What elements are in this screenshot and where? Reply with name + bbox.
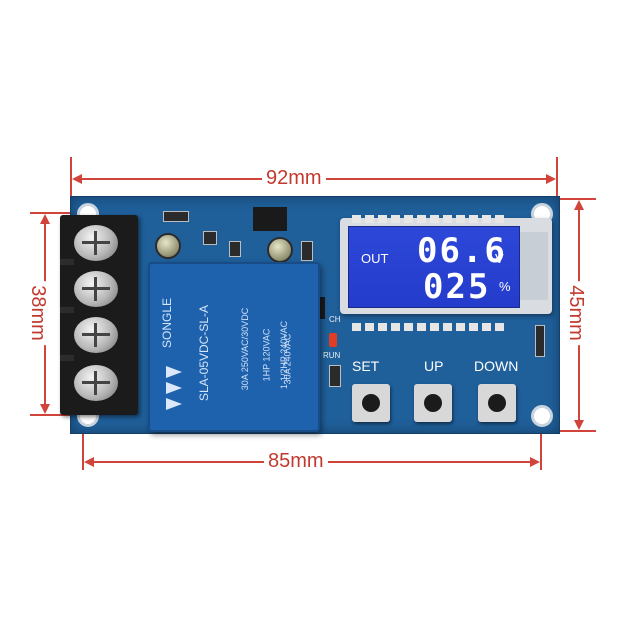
smd-component xyxy=(163,211,189,222)
ic-chip xyxy=(253,207,287,231)
left-height-label: 38mm xyxy=(26,281,49,345)
right-dim-arrow-down xyxy=(574,420,584,430)
terminal-screw[interactable] xyxy=(74,365,118,401)
lcd-screen: OUT 06.6 V 025 % xyxy=(348,226,520,308)
up-label: UP xyxy=(424,358,444,374)
right-height-label: 45mm xyxy=(564,281,587,345)
smd-component xyxy=(301,241,313,261)
smd-component xyxy=(229,241,241,257)
terminal-rib xyxy=(60,355,74,361)
left-dim-arrow-down xyxy=(40,404,50,414)
status-led xyxy=(329,333,337,347)
right-dim-bottom-tick xyxy=(548,430,596,432)
top-width-label: 92mm xyxy=(262,167,326,189)
bottom-dim-arrow-left xyxy=(84,457,94,467)
down-button-cap xyxy=(488,394,506,412)
right-dim-arrow-up xyxy=(574,200,584,210)
set-label: SET xyxy=(352,358,380,374)
right-dim-top-tick xyxy=(548,198,596,200)
relay-ratings-2: 1HP 120VAC xyxy=(261,328,272,382)
electrolytic-capacitor xyxy=(267,237,293,263)
terminal-rib xyxy=(60,259,74,265)
top-dim-left-tick xyxy=(70,157,72,199)
bottom-dim-left-tick xyxy=(82,432,84,470)
top-dim-right-tick xyxy=(556,157,558,199)
relay-brand: SONGLE xyxy=(160,297,175,349)
header-pins xyxy=(535,325,545,357)
ic-chip xyxy=(315,297,325,319)
set-button[interactable] xyxy=(352,384,390,422)
up-button-cap xyxy=(424,394,442,412)
left-dim-top-tick xyxy=(30,212,92,214)
bottom-dim-arrow-right xyxy=(530,457,540,467)
voltage-unit: V xyxy=(495,251,504,266)
left-dim-bottom-tick xyxy=(30,414,92,416)
mounting-hole-bottom-right xyxy=(531,405,553,427)
percent-unit: % xyxy=(499,279,511,294)
lcd-side-tab xyxy=(520,232,548,300)
terminal-screw[interactable] xyxy=(74,271,118,307)
left-dim-arrow-up xyxy=(40,214,50,224)
lcd-bottom-pins xyxy=(352,318,508,331)
run-silkscreen: RUN xyxy=(323,351,341,360)
voltage-readout: 06.6 xyxy=(417,231,507,271)
lcd-module: OUT 06.6 V 025 % xyxy=(340,218,552,314)
down-label: DOWN xyxy=(474,358,519,374)
ch-silkscreen: CH xyxy=(329,315,341,324)
up-button[interactable] xyxy=(414,384,452,422)
bottom-width-label: 85mm xyxy=(264,450,328,472)
lcd-top-pins xyxy=(352,210,508,223)
smd-component xyxy=(203,231,217,245)
terminal-rib xyxy=(60,307,74,313)
percent-readout: 025 xyxy=(423,267,491,307)
electrolytic-capacitor xyxy=(155,233,181,259)
relay-ratings-4: 30A 240VAC xyxy=(282,333,293,385)
screw-terminal-block xyxy=(60,215,138,415)
songle-logo-icon xyxy=(162,362,186,418)
relay: SONGLE SLA-05VDC-SL-A 30A 250VAC/30VDC 1… xyxy=(148,262,320,432)
relay-model: SLA-05VDC-SL-A xyxy=(197,304,212,402)
down-button[interactable] xyxy=(478,384,516,422)
set-button-cap xyxy=(362,394,380,412)
out-indicator: OUT xyxy=(361,251,389,266)
bottom-dim-right-tick xyxy=(540,432,542,470)
terminal-screw[interactable] xyxy=(74,225,118,261)
relay-ratings-1: 30A 250VAC/30VDC xyxy=(240,307,251,391)
top-dim-arrow-right xyxy=(546,174,556,184)
smd-component xyxy=(329,365,341,387)
top-dim-arrow-left xyxy=(72,174,82,184)
terminal-screw[interactable] xyxy=(74,317,118,353)
